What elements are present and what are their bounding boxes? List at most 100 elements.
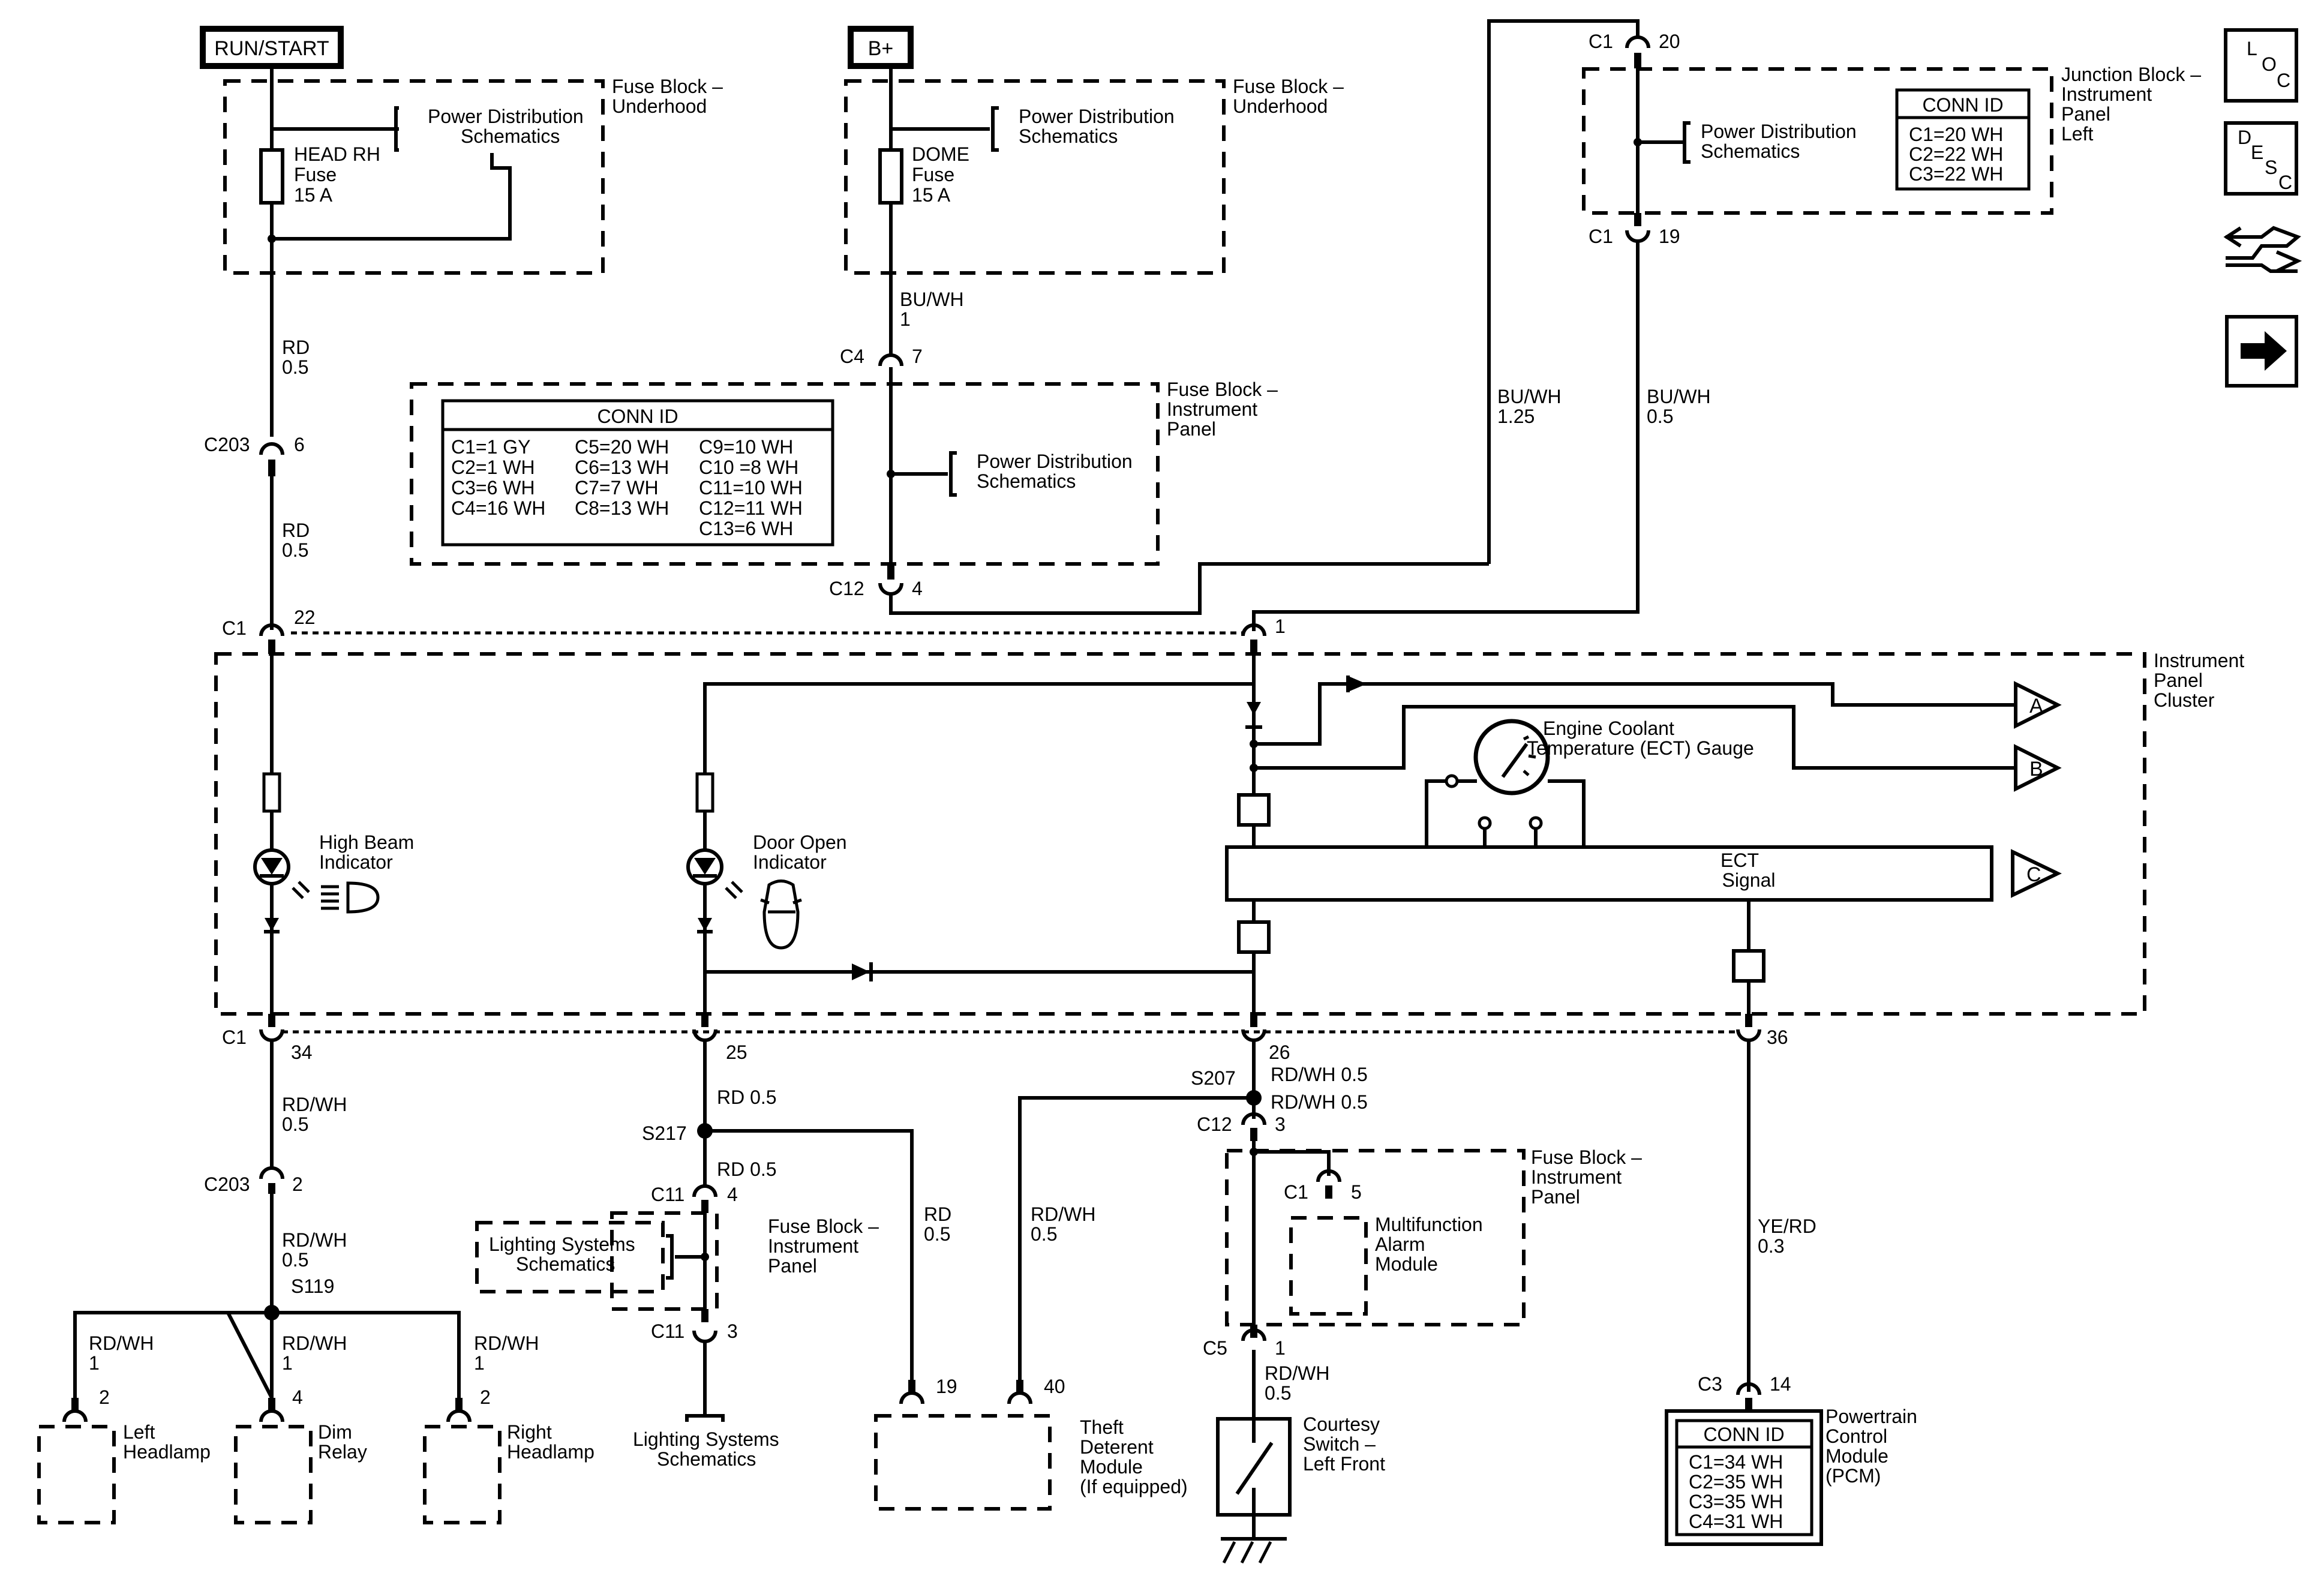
svg-text:RD: RD (282, 337, 310, 358)
fuse-block-ip-lower (1225, 1149, 1526, 1326)
connector-icon[interactable] (2223, 226, 2302, 273)
svg-text:Fuse Block –: Fuse Block – (1531, 1146, 1642, 1168)
svg-text:Lighting Systems: Lighting Systems (489, 1233, 635, 1255)
svg-text:C203: C203 (204, 1173, 250, 1195)
svg-text:26: 26 (1269, 1041, 1290, 1063)
svg-text:0.5: 0.5 (1265, 1382, 1291, 1404)
svg-text:RD: RD (282, 520, 310, 541)
instrument-panel-cluster (214, 652, 2146, 1016)
svg-text:BU/WH: BU/WH (1647, 386, 1711, 407)
svg-text:Courtesy: Courtesy (1303, 1413, 1380, 1435)
svg-text:C2=22 WH: C2=22 WH (1909, 143, 2003, 165)
dim-relay (234, 1425, 313, 1524)
junction-block-ip-left (1582, 67, 2053, 215)
svg-text:0.5: 0.5 (1647, 406, 1673, 427)
svg-text:Panel: Panel (1167, 418, 1216, 440)
svg-text:Fuse Block –: Fuse Block – (1233, 76, 1344, 97)
svg-text:34: 34 (291, 1041, 313, 1063)
svg-text:C2=35 WH: C2=35 WH (1689, 1471, 1783, 1493)
svg-text:A: A (2029, 695, 2043, 718)
svg-text:Underhood: Underhood (612, 95, 707, 117)
svg-text:C: C (2277, 70, 2290, 91)
right-headlamp (423, 1425, 502, 1524)
svg-text:E: E (2251, 142, 2263, 163)
svg-text:C9=10 WH: C9=10 WH (699, 436, 793, 458)
svg-text:Instrument: Instrument (1167, 398, 1257, 420)
svg-text:C10 =8 WH: C10 =8 WH (699, 457, 798, 478)
svg-text:C11: C11 (651, 1320, 684, 1342)
svg-text:Power Distribution: Power Distribution (428, 106, 584, 127)
desc-icon[interactable]: D E S C (2224, 121, 2298, 196)
svg-text:RD/WH: RD/WH (89, 1332, 154, 1354)
svg-text:2: 2 (99, 1386, 110, 1408)
svg-text:Schematics: Schematics (516, 1253, 615, 1275)
svg-text:C4: C4 (840, 346, 864, 367)
svg-text:Left Front: Left Front (1303, 1453, 1385, 1475)
svg-text:0.5: 0.5 (282, 356, 308, 378)
fuse-block-ip-lighting (610, 1211, 719, 1311)
svg-text:Fuse Block –: Fuse Block – (1167, 379, 1278, 400)
svg-text:DOME: DOME (912, 143, 969, 165)
svg-text:Underhood: Underhood (1233, 95, 1328, 117)
svg-text:2: 2 (480, 1386, 491, 1408)
svg-text:0.5: 0.5 (1031, 1223, 1057, 1245)
svg-text:C3: C3 (1698, 1373, 1722, 1395)
svg-text:High Beam: High Beam (319, 831, 414, 853)
svg-text:3: 3 (1275, 1113, 1286, 1135)
b-plus-source: B+ (848, 26, 914, 69)
lighting-schematics-box: Lighting Systems Schematics (475, 1221, 665, 1293)
loc-icon[interactable]: L O C (2224, 28, 2298, 103)
svg-text:19: 19 (936, 1376, 957, 1397)
svg-text:C12=11 WH: C12=11 WH (699, 497, 803, 519)
svg-text:(If equipped): (If equipped) (1080, 1476, 1188, 1497)
svg-text:C4=16 WH: C4=16 WH (451, 497, 545, 519)
svg-text:0.5: 0.5 (282, 1113, 308, 1135)
svg-text:Indicator: Indicator (319, 851, 393, 873)
svg-text:S207: S207 (1191, 1067, 1236, 1089)
svg-text:C11=10 WH: C11=10 WH (699, 477, 803, 499)
svg-text:20: 20 (1659, 31, 1680, 52)
svg-text:1.25: 1.25 (1497, 406, 1535, 427)
svg-text:Instrument: Instrument (1531, 1166, 1622, 1188)
svg-text:C11: C11 (651, 1184, 684, 1205)
svg-text:C5: C5 (1203, 1337, 1227, 1359)
svg-text:Alarm: Alarm (1375, 1233, 1425, 1255)
svg-text:S217: S217 (642, 1122, 687, 1144)
svg-text:Panel: Panel (768, 1255, 817, 1277)
car-door-icon (760, 879, 802, 950)
svg-text:C1=20 WH: C1=20 WH (1909, 124, 2003, 145)
svg-text:0.5: 0.5 (282, 539, 308, 561)
svg-text:O: O (2262, 53, 2277, 75)
svg-text:14: 14 (1770, 1373, 1791, 1395)
splice-s207 (1246, 1090, 1262, 1106)
svg-text:7: 7 (912, 346, 923, 367)
svg-text:C8=13 WH: C8=13 WH (575, 497, 669, 519)
jb-conn-id-table: CONN ID C1=20 WH C2=22 WH C3=22 WH (1895, 88, 2031, 191)
svg-text:Signal: Signal (1722, 869, 1776, 891)
svg-text:RD 0.5: RD 0.5 (717, 1158, 777, 1180)
run-start-source: RUN/START (200, 26, 344, 69)
svg-text:15 A: 15 A (294, 184, 333, 206)
svg-text:Lighting Systems: Lighting Systems (633, 1428, 779, 1450)
svg-text:C4=31 WH: C4=31 WH (1689, 1511, 1783, 1532)
svg-text:1: 1 (474, 1352, 485, 1374)
svg-text:Instrument: Instrument (768, 1235, 858, 1257)
svg-text:C: C (2026, 863, 2041, 886)
theft-deterrent-module (874, 1414, 1052, 1511)
svg-text:0.5: 0.5 (282, 1249, 308, 1271)
svg-text:Deterent: Deterent (1080, 1436, 1154, 1458)
svg-text:C7=7 WH: C7=7 WH (575, 477, 659, 499)
svg-text:Junction Block –: Junction Block – (2061, 64, 2201, 85)
svg-text:19: 19 (1659, 226, 1680, 247)
ect-gauge (1425, 719, 1586, 847)
svg-text:C1=34 WH: C1=34 WH (1689, 1451, 1783, 1473)
svg-text:Left: Left (2061, 123, 2093, 145)
svg-text:RD/WH: RD/WH (282, 1229, 347, 1251)
svg-text:Indicator: Indicator (753, 851, 827, 873)
svg-text:Panel: Panel (2154, 670, 2203, 691)
svg-text:(PCM): (PCM) (1825, 1465, 1881, 1487)
arrow-icon[interactable] (2225, 315, 2298, 388)
svg-text:C1=1 GY: C1=1 GY (451, 436, 531, 458)
